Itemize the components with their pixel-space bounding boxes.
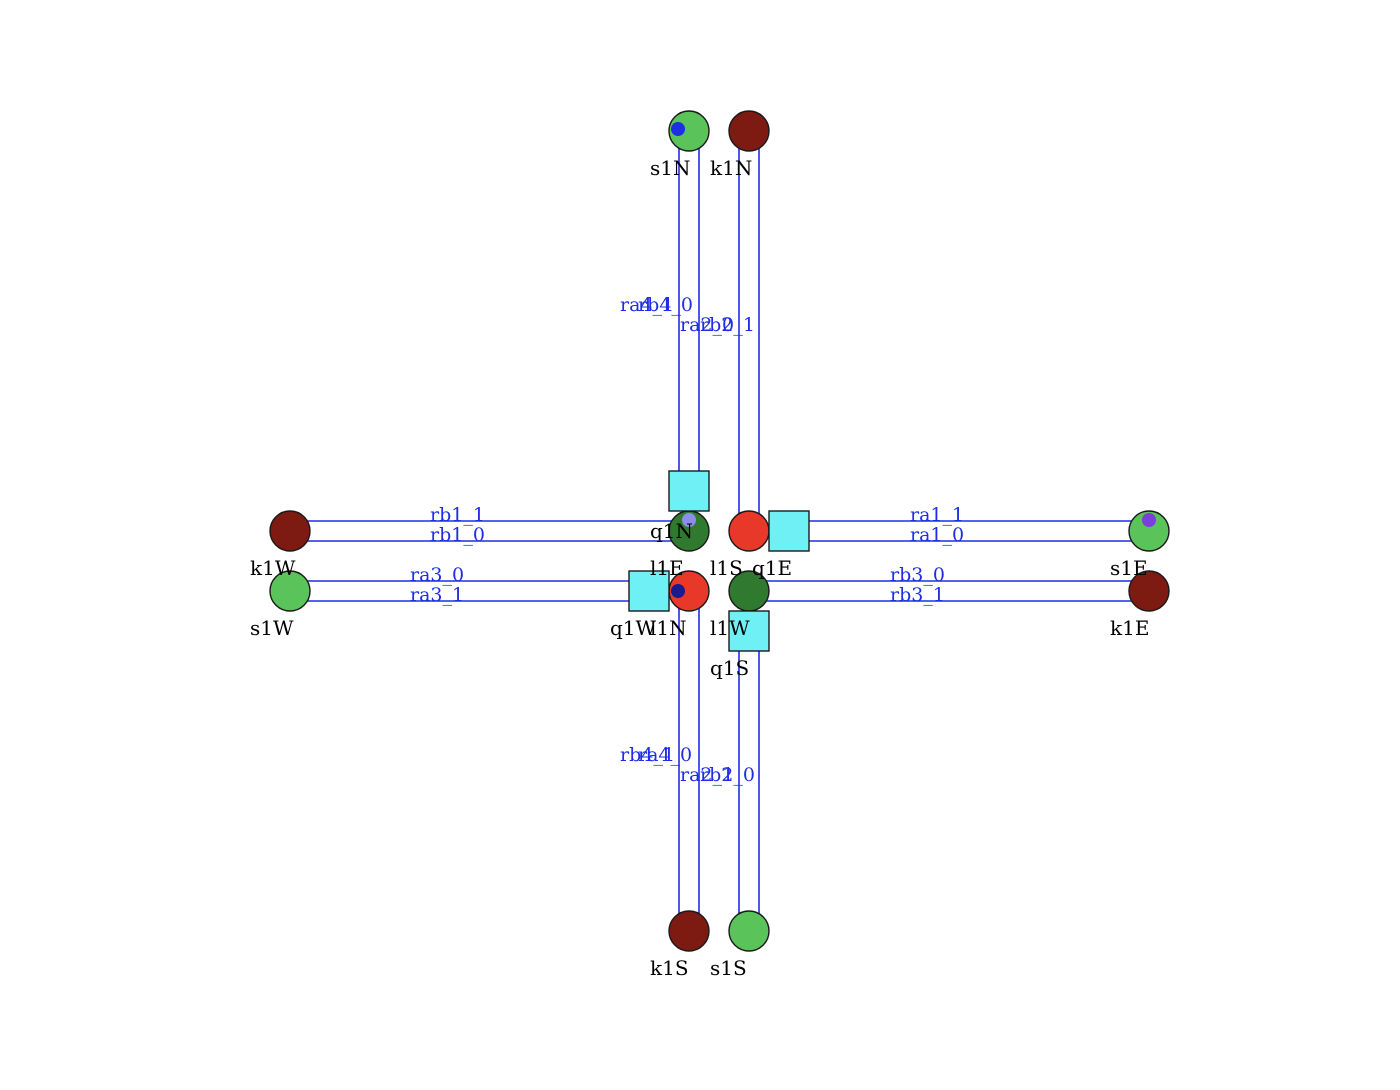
node-label-l1W: l1W <box>710 616 750 640</box>
arc-label: rb3_0 <box>890 564 945 586</box>
transition-q1E <box>768 510 810 552</box>
nodes-layer <box>269 110 1170 952</box>
arc-label: ra4_1 <box>620 294 674 316</box>
place-k1S <box>668 910 710 952</box>
node-label-s1S: s1S <box>710 956 747 980</box>
node-label-q1N: q1N <box>650 519 693 543</box>
place-s1W <box>269 570 311 612</box>
arc-label: ra3_1 <box>410 584 464 606</box>
node-label-k1W: k1W <box>250 556 296 580</box>
token-dot <box>671 584 685 598</box>
place-s1N <box>668 110 710 152</box>
node-label-s1N: s1N <box>650 156 691 180</box>
arc-label: rb4_0 <box>638 294 693 316</box>
arc-label: ra1_1 <box>910 504 964 526</box>
node-label-l1N: l1N <box>650 616 687 640</box>
node-label-q1S: q1S <box>710 656 749 680</box>
arc-label: ra1_0 <box>910 524 964 546</box>
place-k1N <box>728 110 770 152</box>
place-k1W <box>269 510 311 552</box>
place-s1E <box>1128 510 1170 552</box>
node-label-k1S: k1S <box>650 956 689 980</box>
node-label-q1E: q1E <box>752 556 792 580</box>
node-label-k1E: k1E <box>1110 616 1149 640</box>
place-l1S <box>728 510 770 552</box>
arc-label: ra2_0 <box>680 314 734 336</box>
arc-label: rb3_1 <box>890 584 945 606</box>
arc-label: rb1_1 <box>430 504 485 526</box>
token-dot <box>1142 513 1156 527</box>
transition-q1W <box>628 570 670 612</box>
arc-label: rb4_1 <box>620 744 675 766</box>
arc-label: ra4_0 <box>638 744 692 766</box>
node-label-s1E: s1E <box>1110 556 1148 580</box>
place-s1S <box>728 910 770 952</box>
node-label-l1E: l1E <box>650 556 684 580</box>
token-dot <box>682 513 696 527</box>
arc-label: ra3_0 <box>410 564 464 586</box>
node-label-q1W: q1W <box>610 616 657 640</box>
arc-label: rb2_1 <box>700 314 755 336</box>
arc-label: rb1_0 <box>430 524 485 546</box>
transition-q1S <box>728 610 770 652</box>
arc-label: rb2_0 <box>700 764 755 786</box>
token-dot <box>671 122 685 136</box>
edges-layer <box>290 131 1149 931</box>
node-label-k1N: k1N <box>710 156 752 180</box>
arc-label: ra2_1 <box>680 764 734 786</box>
place-k1E <box>1128 570 1170 612</box>
node-label-l1S: l1S <box>710 556 743 580</box>
transition-q1N <box>668 470 710 512</box>
node-label-s1W: s1W <box>250 616 294 640</box>
